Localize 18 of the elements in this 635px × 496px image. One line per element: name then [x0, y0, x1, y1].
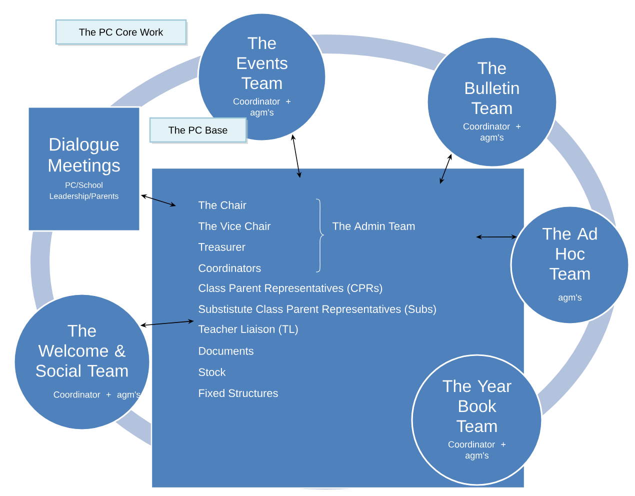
node-label: Coordinator + agm's: [448, 440, 506, 460]
list-item: Fixed Structures: [199, 388, 278, 398]
text-label-box: The PC Base: [149, 117, 248, 144]
list-item: Substistute Class Parent Representatives (Subs): [198, 304, 436, 316]
node-label: The Ad Hoc Team: [542, 227, 597, 280]
list-item: Documents: [199, 347, 254, 355]
list-item: Treasurer: [198, 243, 246, 251]
list-item: Coordinators: [198, 264, 261, 272]
list-item: Class Parent Representatives (CPRs): [198, 284, 382, 294]
text-label-box: The PC Core Work: [55, 19, 188, 46]
node-label: The Year Book Team: [442, 380, 512, 432]
list-item: The Vice Chair: [198, 222, 271, 230]
group-label: The Admin Team: [332, 222, 415, 230]
list-item: Teacher Liaison (TL): [198, 324, 298, 336]
meeting-box: Dialogue Meetings PC/School Leadership/Parents: [27, 106, 141, 232]
list-item: The Chair: [198, 200, 246, 210]
node-label: agm's: [558, 294, 582, 302]
list-item: Stock: [198, 368, 226, 376]
